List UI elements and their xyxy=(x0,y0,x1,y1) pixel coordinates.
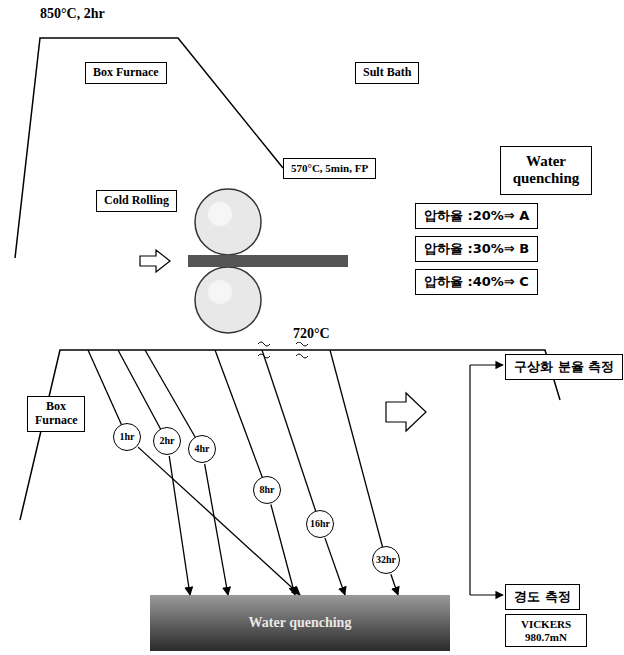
result-arrow xyxy=(386,393,426,431)
process-box: Box Furnace xyxy=(85,62,167,84)
quench-arrow xyxy=(391,574,398,595)
node-text: Sult Bath xyxy=(363,66,411,80)
quench-box: Water quenching xyxy=(500,146,592,195)
bracket-arrow xyxy=(470,594,503,595)
quench-arrow xyxy=(271,504,295,595)
node-text: Water quenching xyxy=(249,615,352,631)
reduction-box: 압하율 :30%⇒ B xyxy=(415,236,538,262)
node-text: 2hr xyxy=(160,435,175,447)
time-circle: 2hr xyxy=(153,427,181,455)
node-text: 32hr xyxy=(376,554,396,566)
node-text: 16hr xyxy=(310,518,330,530)
process-box: Box Furnace xyxy=(27,396,85,432)
node-text: 압하율 :30%⇒ B xyxy=(424,240,529,258)
method-box: VICKERS 980.7mN xyxy=(505,614,587,647)
process-box: Cold Rolling xyxy=(96,190,177,212)
drop-line xyxy=(215,350,267,490)
time-circle: 1hr xyxy=(113,423,141,451)
break-mark xyxy=(296,342,308,358)
node-text: 1hr xyxy=(120,431,135,443)
time-circle: 32hr xyxy=(372,546,400,574)
node-text: 8hr xyxy=(260,484,275,496)
reduction-box: 압하율 :40%⇒ C xyxy=(415,269,538,295)
temperature-profile xyxy=(15,38,283,258)
quench-band: Water quenching xyxy=(150,595,450,651)
quench-arrow xyxy=(138,447,300,595)
temperature-label: 720°C xyxy=(291,326,332,342)
steel-strip xyxy=(188,255,348,267)
quench-arrow xyxy=(325,538,345,595)
quench-arrow xyxy=(205,464,228,595)
bracket-arrow xyxy=(470,364,503,365)
temperature-label: 850°C, 2hr xyxy=(38,6,107,22)
time-circle: 8hr xyxy=(253,476,281,504)
node-text: Box Furnace xyxy=(93,66,159,80)
bracket xyxy=(469,365,470,595)
measure-box: 구상화 분율 측정 xyxy=(505,354,623,380)
node-text: 4hr xyxy=(195,443,210,455)
node-text: 경도 측정 xyxy=(514,588,571,606)
node-text: 압하율 :20%⇒ A xyxy=(424,207,529,225)
node-text: 570°C, 5min, FP xyxy=(291,162,368,175)
process-box: Sult Bath xyxy=(355,62,419,84)
quench-arrow xyxy=(169,456,190,595)
node-text: 구상화 분율 측정 xyxy=(514,358,614,376)
node-text: Water quenching xyxy=(511,153,581,188)
upper-roll xyxy=(195,189,261,255)
node-text: 압하율 :40%⇒ C xyxy=(424,273,529,291)
roll-highlight xyxy=(208,202,232,226)
time-circle: 4hr xyxy=(188,435,216,463)
time-circle: 16hr xyxy=(306,510,334,538)
drop-lines xyxy=(88,350,386,560)
lower-roll xyxy=(195,267,261,333)
node-text: VICKERS 980.7mN xyxy=(513,618,579,643)
node-text: Cold Rolling xyxy=(104,194,169,208)
measure-box: 경도 측정 xyxy=(505,584,580,610)
node-text: Box Furnace xyxy=(35,400,77,428)
reduction-box: 압하율 :20%⇒ A xyxy=(415,203,538,229)
drop-line xyxy=(330,350,386,560)
condition-box: 570°C, 5min, FP xyxy=(283,158,376,179)
roll-highlight xyxy=(208,280,232,304)
feed-arrow xyxy=(140,250,170,272)
